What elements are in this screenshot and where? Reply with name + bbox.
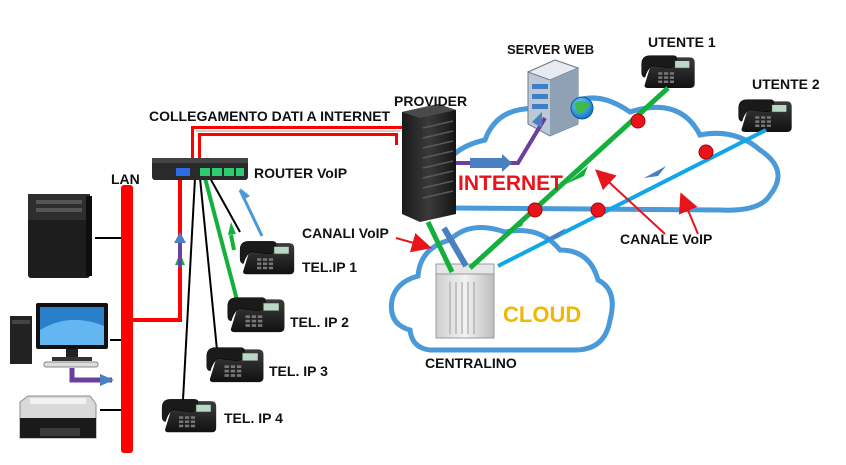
tel2-label: TEL. IP 2 xyxy=(290,314,349,330)
internet-label: INTERNET xyxy=(458,172,563,195)
blue-channel-utente2 xyxy=(497,128,767,268)
ip-phone-icon xyxy=(239,240,295,275)
green-channel-provider xyxy=(425,220,455,274)
lan-router-link xyxy=(133,175,182,322)
red-nodes xyxy=(527,113,714,218)
ip-phone-icon xyxy=(161,398,217,433)
lan-bus xyxy=(121,185,133,453)
printer-icon xyxy=(19,395,97,439)
canale-voip-label: CANALE VoIP xyxy=(620,231,712,247)
ip-phone-icon xyxy=(227,297,285,333)
canali-voip-label: CANALI VoIP xyxy=(302,225,389,241)
desktop-pc-icon xyxy=(10,303,108,368)
lan-label: LAN xyxy=(111,171,140,187)
ip-phone-icon xyxy=(738,99,793,133)
tel4-label: TEL. IP 4 xyxy=(224,410,283,426)
tel1-label: TEL.IP 1 xyxy=(302,259,357,275)
provider-label: PROVIDER xyxy=(394,93,467,109)
collegamento-label: COLLEGAMENTO DATI A INTERNET xyxy=(149,108,391,124)
web-server-icon xyxy=(526,59,580,137)
tel3-label: TEL. IP 3 xyxy=(269,363,328,379)
server-web-label: SERVER WEB xyxy=(507,42,594,57)
rack-server-icon xyxy=(402,104,456,222)
router-label: ROUTER VoIP xyxy=(254,165,347,181)
utente1-label: UTENTE 1 xyxy=(648,34,716,50)
server-tower-icon xyxy=(28,194,92,278)
ip-phone-icon xyxy=(206,347,264,383)
utente2-label: UTENTE 2 xyxy=(752,76,820,92)
cloud-label: CLOUD xyxy=(503,302,581,327)
pbx-box-icon xyxy=(435,263,495,339)
printer-purple-link xyxy=(69,368,112,383)
blue-channel-provider xyxy=(441,226,469,268)
centralino-label: CENTRALINO xyxy=(425,355,517,371)
centralino-cloud xyxy=(388,225,615,353)
router-icon xyxy=(152,158,248,180)
ip-phone-icon xyxy=(641,55,696,89)
